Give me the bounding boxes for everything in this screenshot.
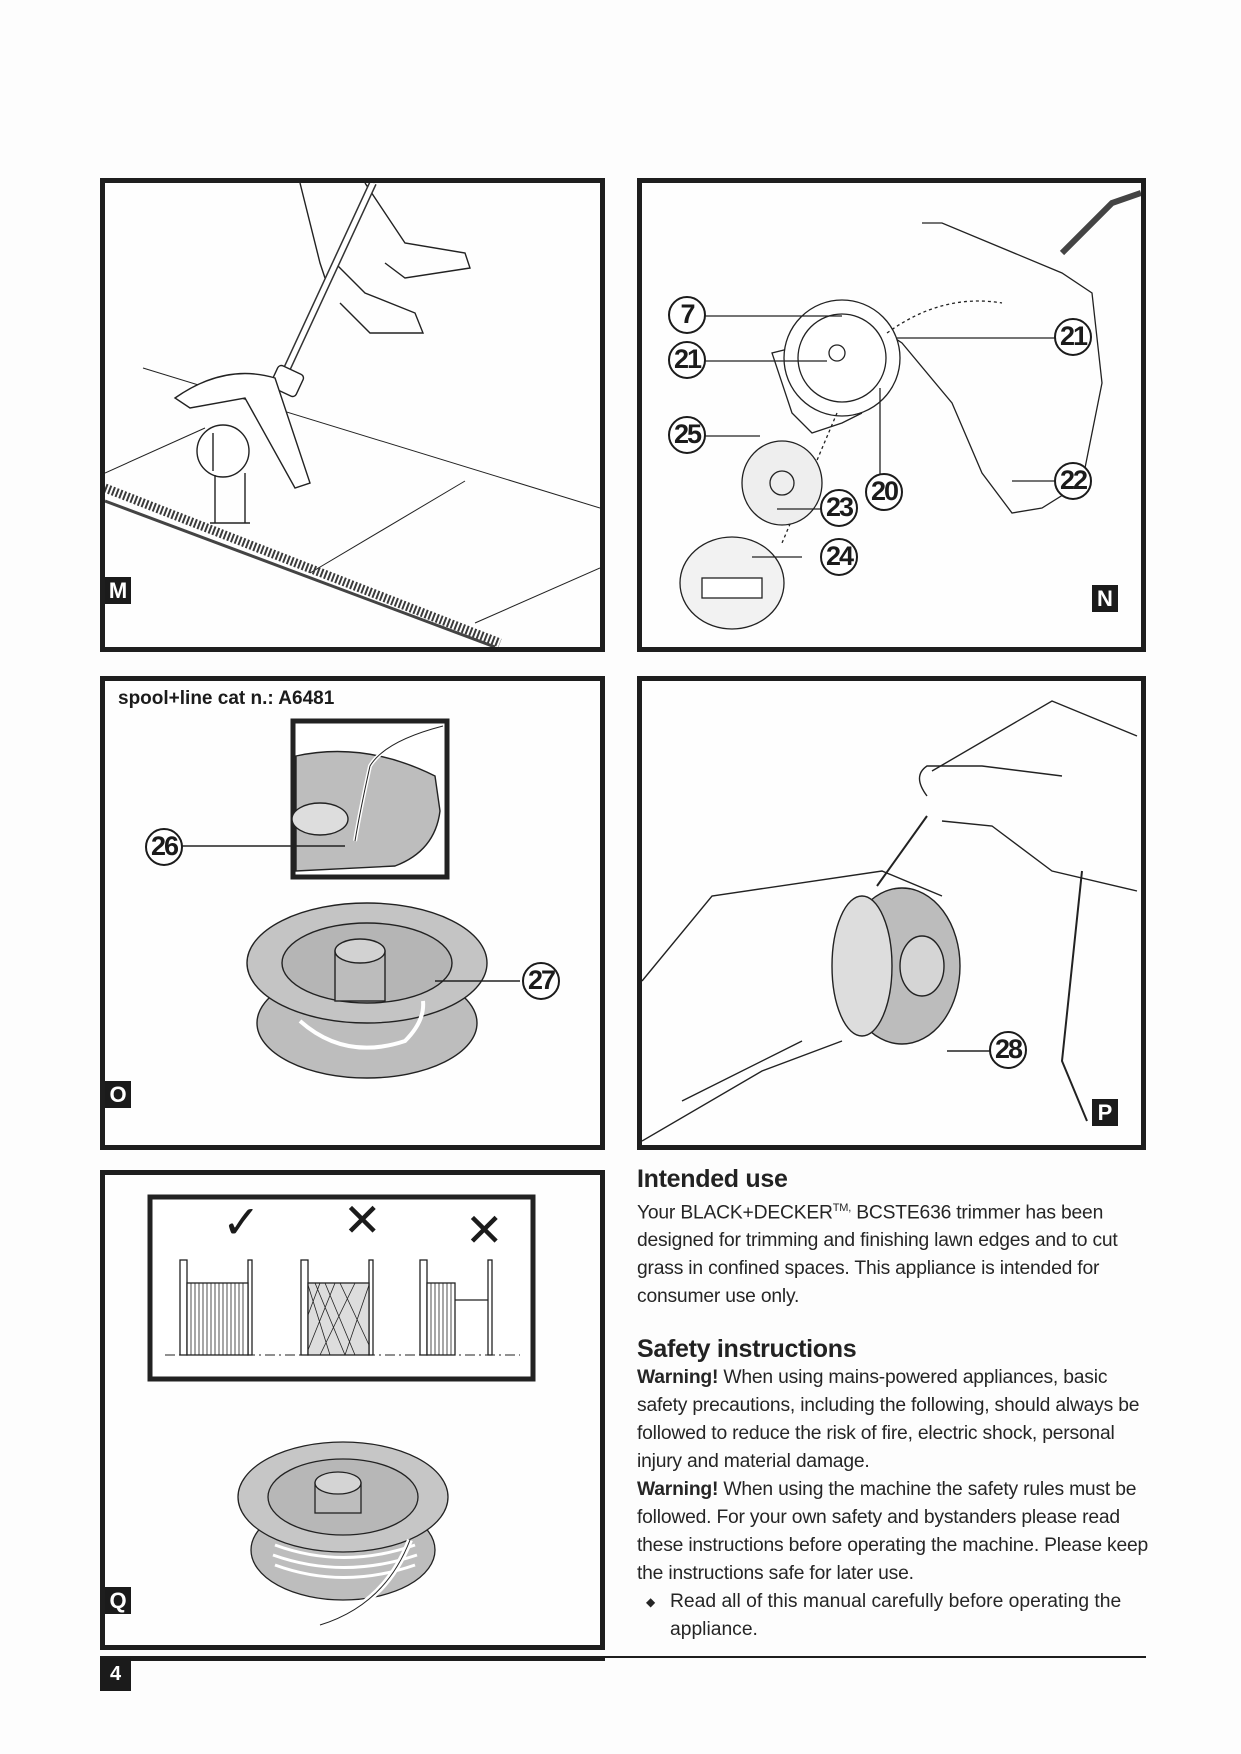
warning-label: Warning! <box>637 1479 719 1501</box>
safety-instructions-heading: Safety instructions <box>637 1335 857 1364</box>
callout-21-right: 21 <box>1054 318 1092 356</box>
spool-head-exploded-view <box>679 190 1141 630</box>
callout-21-left: 21 <box>668 341 706 379</box>
trademark-mark: TM, <box>832 1202 852 1214</box>
callout-20: 20 <box>865 473 903 511</box>
incorrect-x-icon: ✕ <box>343 1194 382 1246</box>
footer-rule <box>100 1656 605 1661</box>
winding-comparison-illustration <box>147 1194 536 1628</box>
tangled-winding-diagram <box>300 1259 374 1356</box>
underfilled-winding-diagram <box>419 1259 493 1356</box>
figure-p: 28 P <box>637 676 1146 1150</box>
correct-winding-diagram <box>179 1259 253 1356</box>
callout-23: 23 <box>820 489 858 527</box>
warning-text: When using the machine the safety rules … <box>637 1479 1149 1585</box>
callout-7: 7 <box>668 296 706 334</box>
safety-warning-1: Warning! When using mains-powered applia… <box>637 1364 1149 1476</box>
text-column: Intended use Your BLACK+DECKERTM, BCSTE6… <box>637 1165 1149 1644</box>
edging-illustration <box>105 183 600 647</box>
figure-m: M <box>100 178 605 652</box>
figure-label-n: N <box>1092 585 1118 612</box>
figure-q: ✓ ✕ ✕ Q <box>100 1170 605 1650</box>
warning-text: When using mains-powered appliances, bas… <box>637 1367 1140 1473</box>
diamond-bullet-icon: ◆ <box>646 1595 656 1610</box>
spool-threading-illustration <box>165 718 520 1079</box>
callout-22: 22 <box>1054 462 1092 500</box>
footer-rule <box>605 1656 1146 1658</box>
safety-warning-2: Warning! When using the machine the safe… <box>637 1476 1149 1588</box>
callout-27: 27 <box>522 962 560 1000</box>
correct-check-icon: ✓ <box>222 1196 261 1248</box>
incorrect-x-icon: ✕ <box>465 1204 504 1256</box>
hand-winding-illustration <box>642 700 1138 1142</box>
bullet-text: Read all of this manual carefully before… <box>670 1591 1122 1641</box>
figure-n: 7 21 25 23 24 20 21 22 N <box>637 178 1146 652</box>
callout-28: 28 <box>989 1031 1027 1069</box>
intended-use-text-end: BCSTE636 trimmer has been designed for t… <box>637 1202 1118 1308</box>
figure-label-p: P <box>1092 1099 1118 1126</box>
intended-use-heading: Intended use <box>637 1165 788 1193</box>
bullet-item: ◆ Read all of this manual carefully befo… <box>637 1588 1149 1644</box>
intended-use-paragraph: Your BLACK+DECKERTM, BCSTE636 trimmer ha… <box>637 1194 1149 1311</box>
figure-label-m: M <box>105 577 131 604</box>
callout-25: 25 <box>668 416 706 454</box>
figure-label-o: O <box>105 1081 131 1108</box>
callout-24: 24 <box>820 538 858 576</box>
callout-26: 26 <box>145 828 183 866</box>
page-number: 4 <box>100 1658 131 1691</box>
spool-catalog-caption: spool+line cat n.: A6481 <box>118 688 335 709</box>
warning-label: Warning! <box>637 1367 719 1389</box>
figure-o: spool+line cat n.: A6481 26 27 O <box>100 676 605 1150</box>
intended-use-text-start: Your BLACK+DECKER <box>637 1202 833 1224</box>
figure-label-q: Q <box>105 1587 131 1614</box>
